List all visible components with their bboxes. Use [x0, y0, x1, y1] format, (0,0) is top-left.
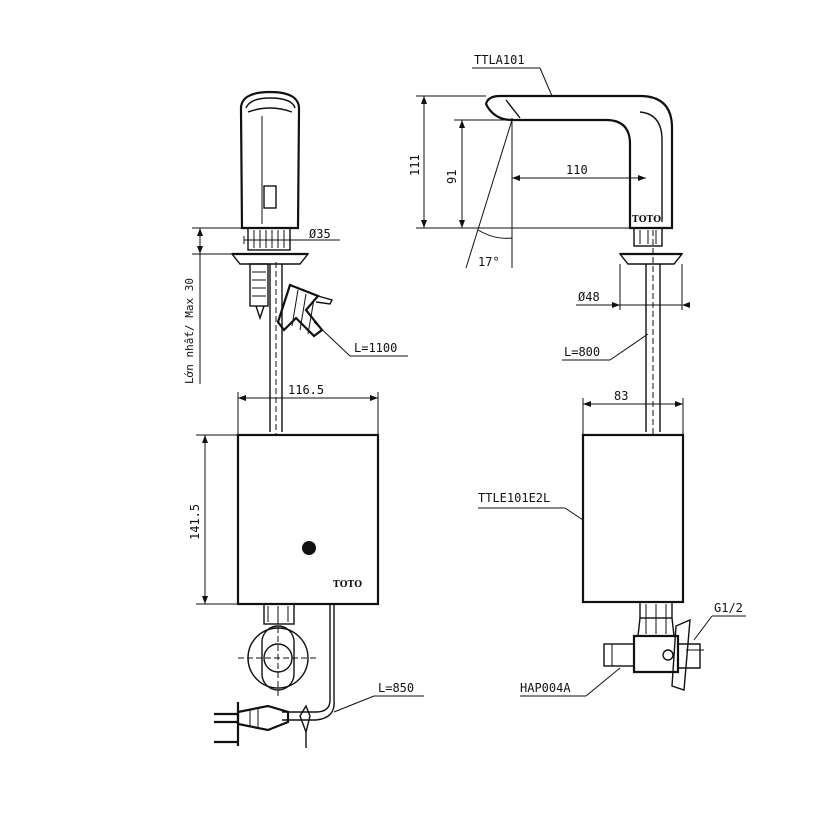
- front-bracket: [276, 283, 334, 338]
- side-spout: TOTO: [484, 94, 684, 436]
- front-faucet-body: [239, 90, 301, 230]
- dim-power-cord: L=850: [378, 681, 414, 695]
- front-power-cord: [214, 604, 335, 748]
- dim-hose-front: L=1100: [354, 341, 397, 355]
- front-base: [230, 227, 310, 265]
- front-dimensions: Ø35 Lớn nhất/ Max 30 L=1100 116.5: [183, 227, 424, 713]
- front-bottom-fitting: [238, 603, 318, 698]
- sensor-dot: [302, 541, 316, 555]
- side-dimensions: 111 91 110 17° Ø48: [408, 95, 690, 435]
- dim-height-total: 111: [408, 154, 422, 176]
- dim-angle: 17°: [478, 255, 500, 269]
- side-valve: [603, 601, 704, 691]
- dim-base-dia-side: Ø48: [578, 290, 600, 304]
- side-brand-logo: TOTO: [632, 215, 661, 225]
- dim-box-height: 141.5: [188, 504, 202, 540]
- dim-box-width-side: 83: [614, 389, 628, 403]
- label-valve-model: HAP004A: [520, 681, 571, 695]
- dim-height-outlet: 91: [445, 170, 459, 184]
- dim-hose-side: L=800: [564, 345, 600, 359]
- dim-base-dia-front: Ø35: [309, 227, 331, 241]
- dim-reach: 110: [566, 163, 588, 177]
- front-view: TOTO: [183, 90, 424, 748]
- label-controller-model: TTLE101E2L: [478, 491, 550, 505]
- dim-max-thickness: Lớn nhất/ Max 30: [183, 278, 196, 384]
- label-spout-model: TTLA101: [474, 53, 525, 67]
- side-view: TOTO TTLA101 111: [408, 53, 746, 697]
- dim-box-width-front: 116.5: [288, 383, 324, 397]
- front-control-box: TOTO: [236, 433, 380, 606]
- front-brand-logo: TOTO: [333, 580, 362, 590]
- label-thread: G1/2: [714, 601, 743, 615]
- front-shank: [249, 262, 283, 436]
- side-control-box: [581, 433, 685, 604]
